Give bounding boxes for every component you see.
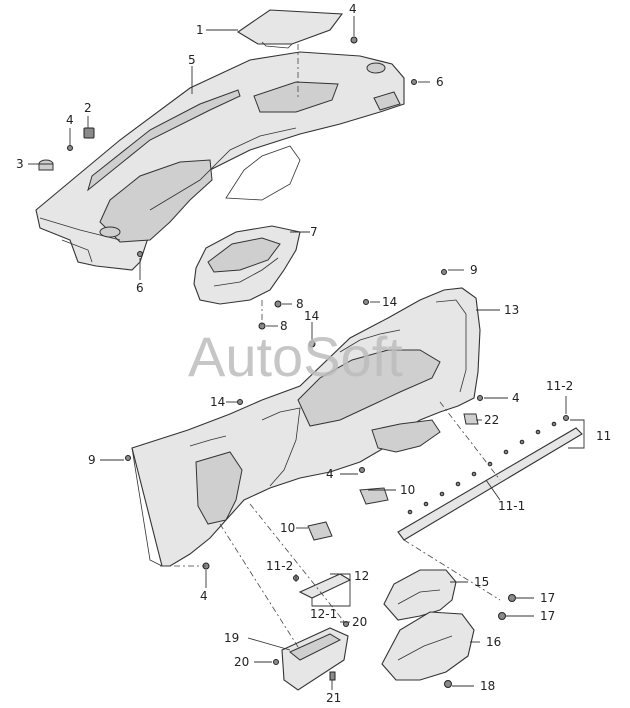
part-top-cover xyxy=(236,9,344,49)
callout-4-left: 4 xyxy=(66,113,74,127)
leader-lines xyxy=(28,16,585,690)
callout-8-lower: 8 xyxy=(280,319,288,333)
callout-14-left: 14 xyxy=(210,395,225,409)
callout-10-upper: 10 xyxy=(400,483,415,497)
part-column-cover-lower xyxy=(381,611,475,681)
callout-10-lower: 10 xyxy=(280,521,295,535)
callout-14-upper: 14 xyxy=(382,295,397,309)
callout-11-1: 11-1 xyxy=(498,499,525,513)
part-clip-2 xyxy=(83,127,95,139)
callout-19: 19 xyxy=(224,631,239,645)
callout-9-right: 9 xyxy=(470,263,478,277)
part-22 xyxy=(463,413,479,425)
part-bracket-10b xyxy=(307,521,333,541)
callout-17-lower: 17 xyxy=(540,609,555,623)
callout-2: 2 xyxy=(84,101,92,115)
part-cluster-hood xyxy=(193,225,301,305)
callout-12: 12 xyxy=(354,569,369,583)
watermark: AutoSoft xyxy=(188,325,403,388)
callout-9-left: 9 xyxy=(88,453,96,467)
fasteners xyxy=(67,36,569,688)
callout-21: 21 xyxy=(326,691,341,705)
callout-1: 1 xyxy=(196,23,204,37)
part-upper-panel xyxy=(35,51,405,271)
callout-labels: 1 2 3 4 4 5 6 6 7 8 8 9 9 10 10 11 11-1 … xyxy=(16,2,611,705)
callout-11-2-right: 11-2 xyxy=(546,379,573,393)
callout-11-2-bottom: 11-2 xyxy=(266,559,293,573)
callout-3: 3 xyxy=(16,157,24,171)
callout-18: 18 xyxy=(480,679,495,693)
assembly-lines xyxy=(160,44,501,651)
callout-17-upper: 17 xyxy=(540,591,555,605)
callout-13: 13 xyxy=(504,303,519,317)
callout-16: 16 xyxy=(486,635,501,649)
callout-20-right: 20 xyxy=(352,615,367,629)
part-trim-strip xyxy=(397,427,583,541)
callout-12-1: 12-1 xyxy=(310,607,337,621)
part-main-panel xyxy=(131,287,481,567)
part-bracket-10a xyxy=(359,487,389,505)
callout-4-center: 4 xyxy=(326,467,334,481)
callout-4-top: 4 xyxy=(349,2,357,16)
callout-11: 11 xyxy=(596,429,611,443)
part-column-cover-upper xyxy=(383,569,457,621)
callout-6-right: 6 xyxy=(436,75,444,89)
part-cap-3 xyxy=(38,159,54,171)
callout-5: 5 xyxy=(188,53,196,67)
callout-4-bottom: 4 xyxy=(200,589,208,603)
callout-4-right: 4 xyxy=(512,391,520,405)
callout-15: 15 xyxy=(474,575,489,589)
callout-14-middle: 14 xyxy=(304,309,319,323)
callout-7: 7 xyxy=(310,225,318,239)
callout-8-upper: 8 xyxy=(296,297,304,311)
callout-6-bottom: 6 xyxy=(136,281,144,295)
part-plate-12 xyxy=(298,573,352,599)
callout-22: 22 xyxy=(484,413,499,427)
part-bin-19 xyxy=(281,627,349,691)
callout-20-left: 20 xyxy=(234,655,249,669)
